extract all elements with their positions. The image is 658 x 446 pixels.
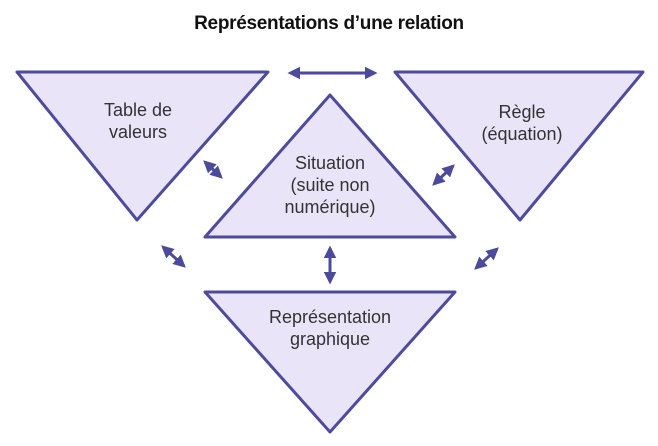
triangle-representation-graphique [203,290,457,434]
triangle-situation [203,93,457,239]
node-label-table-de-valeurs: Table de valeurs [103,100,173,142]
node-label-situation: Situation (suite non numérique) [284,153,376,217]
arrow-table-situation [203,160,223,179]
arrow-table-graphique [161,245,186,268]
node-label-regle-equation: Règle (équation) [481,102,563,144]
triangle-regle-equation [393,70,645,222]
arrow-regle-graphique [474,247,499,270]
diagram-title: Représentations d’une relation [194,13,464,34]
triangle-table-de-valeurs [15,70,270,222]
arrow-regle-situation [432,164,455,186]
node-label-representation-graphique: Représentation graphique [268,307,392,349]
